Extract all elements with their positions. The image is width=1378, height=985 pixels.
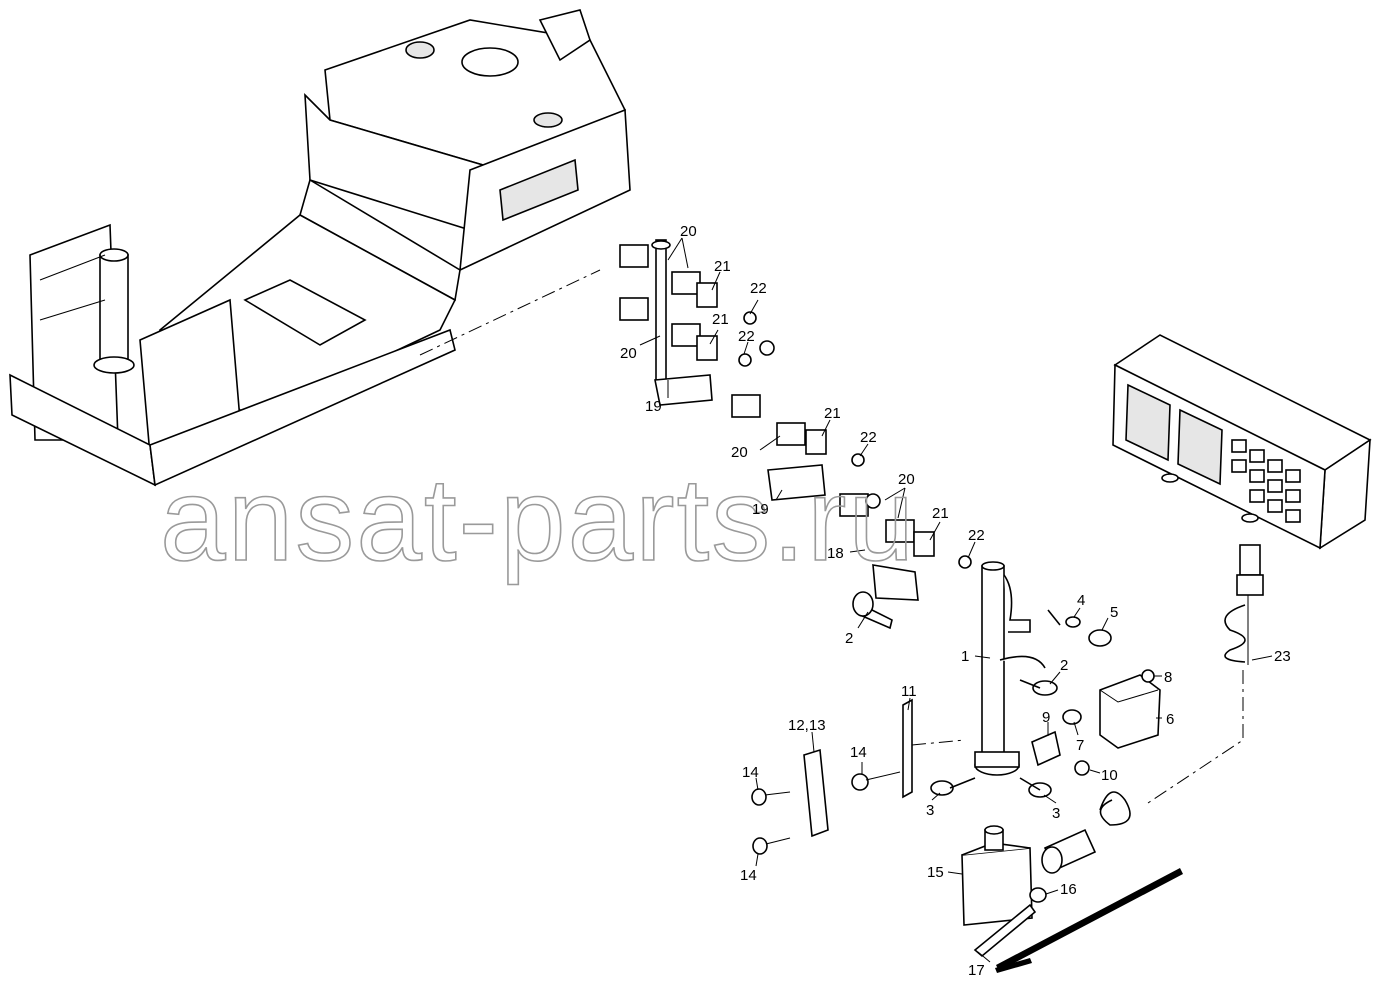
callout-21: 21 xyxy=(712,311,729,328)
callout-8: 8 xyxy=(1164,669,1172,686)
callout-21: 21 xyxy=(714,258,731,275)
callout-9: 9 xyxy=(1042,709,1050,726)
callout-16: 16 xyxy=(1060,881,1077,898)
callout-14: 14 xyxy=(850,744,867,761)
callout-20: 20 xyxy=(898,471,915,488)
callout-22: 22 xyxy=(750,280,767,297)
callout-19: 19 xyxy=(752,501,769,518)
callout-23: 23 xyxy=(1274,648,1291,665)
callout-11: 11 xyxy=(901,683,917,700)
callout-20: 20 xyxy=(620,345,637,362)
callout-10: 10 xyxy=(1101,767,1118,784)
callout-20: 20 xyxy=(680,223,697,240)
callout-14: 14 xyxy=(742,764,759,781)
callout-14: 14 xyxy=(740,867,757,884)
callout-18: 18 xyxy=(827,545,844,562)
callout-1: 1 xyxy=(961,648,969,665)
callout-4: 4 xyxy=(1077,592,1085,609)
callout-20: 20 xyxy=(731,444,748,461)
callout-3: 3 xyxy=(1052,805,1060,822)
callout-3: 3 xyxy=(926,802,934,819)
callout-labels: 20 21 22 21 22 20 19 21 22 20 20 19 21 2… xyxy=(620,223,1291,979)
callout-7: 7 xyxy=(1076,737,1084,754)
mast-tube xyxy=(974,561,1061,776)
lower-parts xyxy=(751,616,1183,973)
clamp-assembly xyxy=(619,239,972,630)
callout-2: 2 xyxy=(845,630,853,647)
callout-19: 19 xyxy=(645,398,662,415)
leader-lines xyxy=(639,237,1273,963)
callout-12-13: 12,13 xyxy=(788,717,826,734)
callout-22: 22 xyxy=(860,429,877,446)
callout-15: 15 xyxy=(927,864,944,881)
cable-assembly xyxy=(1041,544,1264,874)
control-panel xyxy=(1112,334,1372,550)
callout-17: 17 xyxy=(968,962,985,979)
callout-21: 21 xyxy=(932,505,949,522)
callout-22: 22 xyxy=(968,527,985,544)
machine-frame xyxy=(9,9,631,487)
watermark-text: ansat-parts.ru xyxy=(160,454,916,586)
callout-2: 2 xyxy=(1060,657,1068,674)
callout-6: 6 xyxy=(1166,711,1174,728)
callout-22: 22 xyxy=(738,328,755,345)
callout-21: 21 xyxy=(824,405,841,422)
frame-link-line xyxy=(419,269,601,356)
callout-5: 5 xyxy=(1110,604,1118,621)
